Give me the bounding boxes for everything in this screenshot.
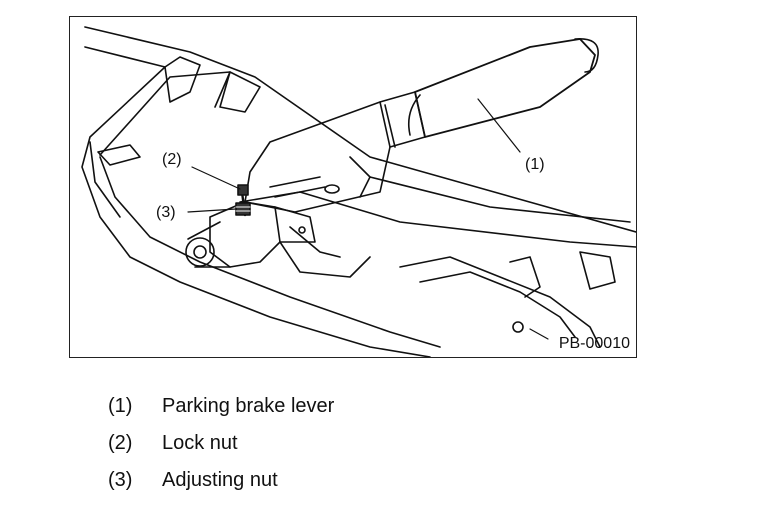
bracket-hole (298, 226, 306, 234)
console-left-edge (81, 46, 431, 357)
legend-number: (1) (108, 395, 133, 417)
pivot-outer (185, 237, 215, 267)
lock-nut (237, 184, 249, 196)
linkage (289, 226, 341, 258)
console-bracket (164, 56, 201, 103)
lever-end-cap (574, 38, 599, 73)
callout-3: (3) (156, 204, 176, 221)
legend-text: Parking brake lever (162, 395, 335, 417)
lever-collar (379, 91, 426, 148)
console-top-edge (84, 26, 636, 233)
lever-slot-2 (274, 186, 326, 198)
pivot-plate-top (187, 221, 221, 240)
bracket-far-right (579, 251, 616, 290)
lever-spring (349, 156, 371, 198)
console-rear-panel (99, 71, 231, 156)
diagram-figure: (1) (2) (3) PB-00010 (69, 16, 637, 358)
lever-grip (414, 38, 596, 138)
cable-path-1 (399, 256, 601, 348)
grip-ridge-1 (407, 94, 421, 136)
callout-1: (1) (525, 156, 545, 173)
cable-path-2 (419, 271, 576, 338)
pivot-inner (193, 245, 207, 259)
lever-slot-1 (269, 176, 321, 188)
adjusting-nut (235, 202, 251, 216)
lever-hole (324, 184, 340, 194)
leader-1 (477, 98, 521, 153)
console-inner-line (89, 141, 121, 218)
leader-2 (191, 166, 241, 190)
console-top-tab (219, 71, 261, 113)
legend-number: (3) (108, 469, 133, 491)
bracket-plate (274, 206, 316, 243)
legend-text: Adjusting nut (162, 469, 278, 491)
bracket-right (509, 256, 541, 298)
callout-2: (2) (162, 151, 182, 168)
leader-3 (187, 208, 237, 213)
tunnel-line-2 (369, 176, 631, 223)
console-inner-edge (99, 156, 441, 348)
leader-fig-id (529, 328, 549, 340)
parking-brake-illustration (81, 26, 636, 357)
lever-arm (244, 101, 391, 213)
tunnel-line-1 (239, 191, 636, 248)
figure-id: PB-00010 (558, 335, 630, 352)
legend-text: Lock nut (162, 432, 238, 454)
equalizer (279, 241, 371, 278)
collar-line (384, 104, 396, 148)
legend-number: (2) (108, 432, 133, 454)
bolt-head (512, 321, 524, 333)
console-tab (97, 144, 141, 166)
nut-threads (235, 206, 251, 212)
